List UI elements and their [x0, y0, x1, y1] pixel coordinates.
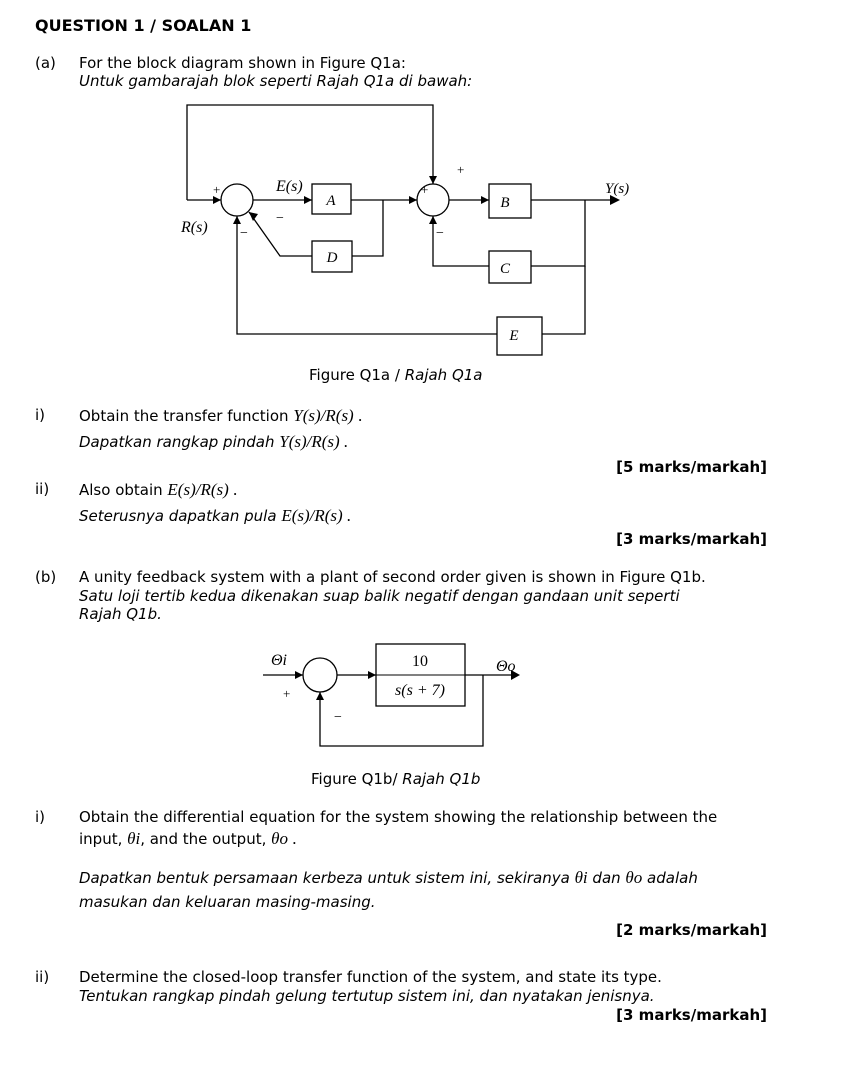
- block-e-label: E: [508, 328, 518, 344]
- part-b-i-number: i): [35, 808, 46, 826]
- block-d-label: D: [326, 250, 338, 266]
- figure-q1a-caption: Figure Q1a / Rajah Q1a: [309, 366, 483, 385]
- plant-denominator: s(s + 7): [395, 682, 445, 699]
- caption-ms: Rajah Q1b: [402, 770, 481, 788]
- text: Seterusnya dapatkan pula: [79, 507, 282, 525]
- sign-plus-q1b: +: [283, 686, 290, 701]
- part-b-i-ms-2: masukan dan keluaran masing-masing.: [79, 893, 376, 911]
- sign-minus-j1-d: −: [276, 211, 284, 226]
- sign-plus-j2-left: +: [421, 182, 428, 197]
- sign-minus-q1b: −: [334, 710, 342, 725]
- theta-i-label: Θi: [271, 652, 287, 669]
- label-e-s: E(s): [275, 178, 303, 195]
- sign-plus-j1: +: [213, 182, 220, 197]
- part-b-i-en-2: input, θi, and the output, θo .: [79, 829, 297, 848]
- expr-y-over-r-ms: Y(s)/R(s): [279, 432, 340, 451]
- block-b-label: B: [500, 195, 509, 211]
- block-c-label: C: [500, 261, 511, 277]
- part-a-ii-marks: [3 marks/markah]: [616, 530, 767, 548]
- theta-i-inline-ms: θi: [574, 868, 588, 887]
- part-a-ii-en: Also obtain E(s)/R(s) .: [79, 480, 238, 499]
- summing-junction-q1b: [302, 657, 338, 693]
- expr-e-over-r-ms: E(s)/R(s): [281, 506, 343, 525]
- part-b-intro-ms-2: Rajah Q1b.: [79, 605, 162, 623]
- expr-y-over-r: Y(s)/R(s): [293, 406, 354, 425]
- text: Dapatkan rangkap pindah: [79, 433, 280, 451]
- part-a-ii-ms: Seterusnya dapatkan pula E(s)/R(s) .: [79, 506, 352, 525]
- part-b-ii-number: ii): [35, 968, 50, 986]
- text: input,: [79, 830, 128, 848]
- caption-en: Figure Q1a /: [309, 366, 405, 384]
- block-a-label: A: [325, 193, 336, 209]
- theta-i-inline: θi: [127, 829, 141, 848]
- text: adalah: [642, 869, 698, 887]
- part-a-intro-en: For the block diagram shown in Figure Q1…: [79, 54, 406, 72]
- theta-o-label: Θo: [496, 658, 516, 675]
- text: Also obtain: [79, 481, 168, 499]
- part-b-i-ms-1: Dapatkan bentuk persamaan kerbeza untuk …: [79, 868, 698, 888]
- part-b-i-en-1: Obtain the differential equation for the…: [79, 808, 718, 826]
- part-a-i-marks: [5 marks/markah]: [616, 458, 767, 476]
- part-b-ii-ms: Tentukan rangkap pindah gelung tertutup …: [79, 987, 655, 1005]
- figure-q1b-caption: Figure Q1b/ Rajah Q1b: [311, 770, 480, 789]
- part-a-i-number: i): [35, 406, 46, 424]
- part-b-intro-en: A unity feedback system with a plant of …: [79, 568, 706, 586]
- block-c: [488, 250, 532, 284]
- part-a-ii-number: ii): [35, 480, 50, 498]
- part-a-i-en: Obtain the transfer function Y(s)/R(s) .: [79, 406, 363, 425]
- block-a: [311, 183, 352, 215]
- part-b-i-marks: [2 marks/markah]: [616, 921, 767, 939]
- text: , and the output,: [140, 830, 272, 848]
- plant-numerator: 10: [412, 653, 428, 670]
- text: Dapatkan bentuk persamaan kerbeza untuk …: [79, 869, 575, 887]
- part-a-label: (a): [35, 54, 56, 72]
- part-b-label: (b): [35, 568, 57, 586]
- block-e: [496, 316, 543, 356]
- sign-plus-j2-top: +: [457, 162, 464, 177]
- label-r-s: R(s): [180, 219, 208, 236]
- block-b: [488, 183, 532, 219]
- question-title: QUESTION 1 / SOALAN 1: [35, 16, 252, 35]
- sign-minus-j1-e: −: [240, 226, 248, 241]
- caption-ms: Rajah Q1a: [404, 366, 483, 384]
- caption-en: Figure Q1b/: [311, 770, 403, 788]
- text: dan: [587, 869, 626, 887]
- part-b-intro-ms-1: Satu loji tertib kedua dikenakan suap ba…: [79, 587, 680, 605]
- expr-e-over-r: E(s)/R(s): [167, 480, 229, 499]
- part-a-intro-ms: Untuk gambarajah blok seperti Rajah Q1a …: [79, 72, 473, 90]
- text: Obtain the transfer function: [79, 407, 294, 425]
- sign-minus-j2: −: [436, 226, 444, 241]
- label-y-s: Y(s): [605, 181, 629, 197]
- theta-o-inline: θo: [271, 829, 288, 848]
- part-a-i-ms: Dapatkan rangkap pindah Y(s)/R(s) .: [79, 432, 349, 451]
- part-b-ii-en: Determine the closed-loop transfer funct…: [79, 968, 662, 986]
- part-b-ii-marks: [3 marks/markah]: [616, 1006, 767, 1024]
- theta-o-inline-ms: θo: [625, 868, 643, 887]
